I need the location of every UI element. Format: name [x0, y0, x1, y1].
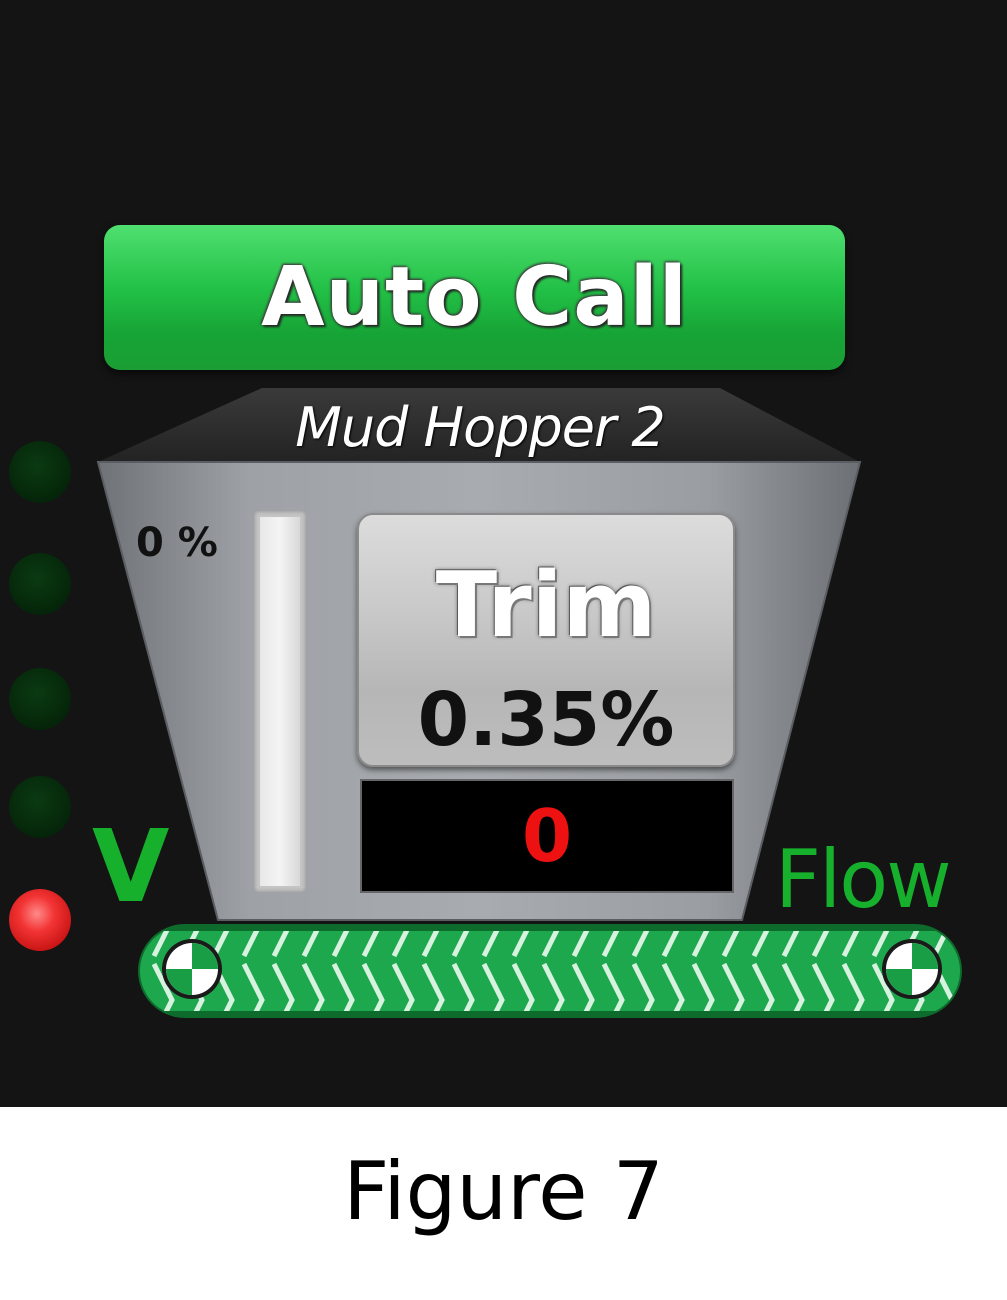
status-led-4	[9, 776, 71, 838]
flow-label: Flow	[775, 833, 952, 926]
hopper-control-panel: Auto Call Mud Hopper 2 0 % Trim 0.35% 0 …	[0, 0, 1007, 1107]
valve-label: V	[92, 808, 170, 925]
counter-value: 0	[521, 794, 573, 878]
auto-call-label: Auto Call	[261, 250, 688, 345]
figure-caption: Figure 7	[343, 1145, 664, 1238]
right-roller-icon	[882, 939, 942, 999]
conveyor-belt[interactable]	[0, 0, 1007, 1107]
level-percent-label: 0 %	[136, 520, 218, 566]
trim-button[interactable]: Trim 0.35%	[357, 513, 735, 767]
trim-label: Trim	[435, 553, 657, 658]
level-bar-track	[260, 517, 300, 886]
status-led-5	[9, 889, 71, 951]
left-roller-icon	[162, 939, 222, 999]
status-led-1	[9, 441, 71, 503]
status-led-3	[9, 668, 71, 730]
level-bar	[254, 511, 306, 892]
auto-call-button[interactable]: Auto Call	[104, 225, 845, 370]
counter-display: 0	[360, 779, 734, 893]
trim-value: 0.35%	[417, 677, 675, 763]
status-led-2	[9, 553, 71, 615]
hopper-name: Mud Hopper 2	[295, 396, 665, 459]
